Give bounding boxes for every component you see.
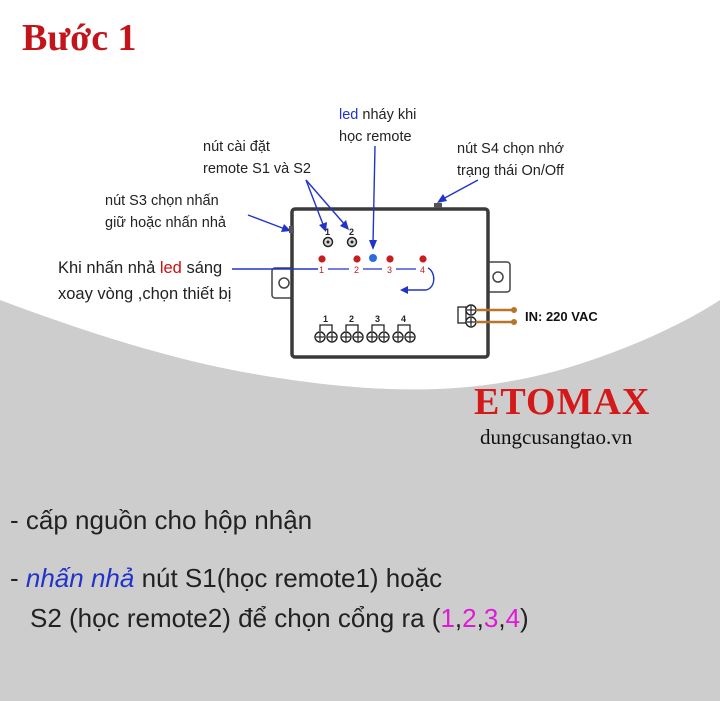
channel-number-2: 2 — [354, 265, 359, 275]
s4-pointer-line — [440, 179, 479, 201]
brand-name: ETOMAX — [474, 381, 651, 423]
s2-number: 2 — [349, 227, 354, 237]
s3-pointer-line — [247, 214, 286, 230]
s4-switch — [434, 203, 442, 208]
step-line-1: - cấp nguồn cho hộp nhận — [10, 505, 313, 535]
s4-label: nút S4 chọn nhớ — [457, 141, 565, 157]
led-2 — [353, 255, 361, 263]
led-4 — [419, 255, 427, 263]
step-line-3: S2 (học remote2) để chọn cổng ra (1,2,3,… — [30, 603, 529, 633]
terminal-number-3: 3 — [375, 314, 380, 324]
terminal-number-2: 2 — [349, 314, 354, 324]
brand-site: dungcusangtao.vn — [480, 425, 633, 449]
press-label: Khi nhấn nhả led sáng — [58, 259, 223, 277]
step-line-2: - nhấn nhả nút S1(học remote1) hoặc — [10, 563, 443, 593]
learn-led — [369, 254, 377, 262]
led-blink-label-2: học remote — [339, 129, 412, 145]
press-label-2: xoay vòng ,chọn thiết bị — [58, 285, 232, 303]
s1-number: 1 — [325, 227, 330, 237]
ac-input-label: IN: 220 VAC — [525, 309, 598, 324]
led-1 — [318, 255, 326, 263]
channel-number-3: 3 — [387, 265, 392, 275]
right-mount-hole — [492, 271, 504, 283]
loop-arrow — [404, 267, 435, 291]
output-terminals — [319, 324, 411, 331]
s1s2-label: nút cài đặt — [203, 139, 270, 155]
led-3 — [386, 255, 394, 263]
led-blink-label: led nháy khi — [339, 107, 417, 123]
s3-label: nút S3 chọn nhấn — [105, 193, 219, 209]
s1-pointer-line — [305, 179, 325, 228]
receiver-box — [290, 207, 490, 359]
s1s2-label-2: remote S1 và S2 — [203, 161, 311, 177]
s4-label-2: trạng thái On/Off — [457, 163, 564, 179]
terminal-number-4: 4 — [401, 314, 406, 324]
led-pointer-line — [372, 145, 376, 245]
page-title: Bước 1 — [22, 17, 137, 59]
ac-bracket — [457, 306, 467, 324]
s3-switch — [289, 226, 294, 233]
channel-number-4: 4 — [420, 265, 425, 275]
s2-pointer-line — [305, 179, 347, 227]
s3-label-2: giữ hoặc nhấn nhả — [105, 215, 226, 231]
channel-number-1: 1 — [319, 265, 324, 275]
left-mount-hole — [278, 277, 290, 289]
terminal-number-1: 1 — [323, 314, 328, 324]
